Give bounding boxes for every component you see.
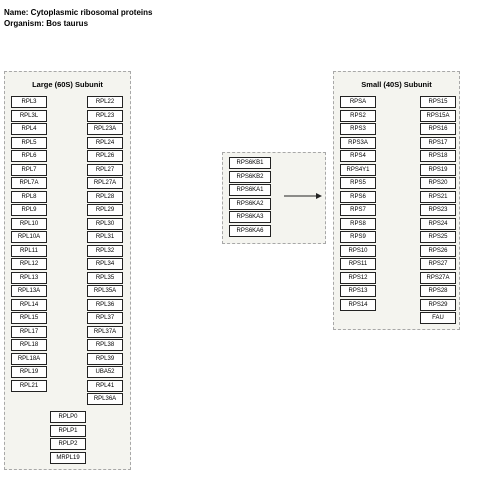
gene-box[interactable]: RPS16 xyxy=(420,123,456,135)
gene-box[interactable]: RPL8 xyxy=(11,190,47,203)
gene-box[interactable]: RPS24 xyxy=(420,217,456,230)
gene-box[interactable]: RPL26 xyxy=(87,150,123,162)
gene-box[interactable]: RPL12 xyxy=(11,258,47,270)
gene-box[interactable]: RPS6KA2 xyxy=(229,197,271,210)
gene-box[interactable]: RPS6KA3 xyxy=(229,211,271,223)
gene-box[interactable]: RPL24 xyxy=(87,136,123,149)
gene-box[interactable]: RPS20 xyxy=(420,177,456,189)
gene-box[interactable]: RPS19 xyxy=(420,163,456,176)
gene-box[interactable]: RPS4 xyxy=(340,150,376,162)
small-subunit-title: Small (40S) Subunit xyxy=(361,80,432,89)
gene-box[interactable]: RPS6KB1 xyxy=(229,157,271,169)
gene-box[interactable]: RPS4Y1 xyxy=(340,163,376,176)
gene-box[interactable]: RPS10 xyxy=(340,244,376,257)
gene-box[interactable]: RPL29 xyxy=(87,204,123,216)
gene-box[interactable]: RPS17 xyxy=(420,136,456,149)
gene-box[interactable]: RPS18 xyxy=(420,150,456,162)
gene-box[interactable]: RPL35A xyxy=(87,285,123,297)
large-subunit-title: Large (60S) Subunit xyxy=(32,80,103,89)
gene-box[interactable]: RPL10A xyxy=(11,231,47,243)
gene-box[interactable]: RPL14 xyxy=(11,298,47,311)
gene-box[interactable]: RPS21 xyxy=(420,190,456,203)
gene-box[interactable]: RPL34 xyxy=(87,258,123,270)
gene-box[interactable]: RPL22 xyxy=(87,96,123,108)
gene-box[interactable]: RPL7A xyxy=(11,177,47,189)
gene-box[interactable]: RPL28 xyxy=(87,190,123,203)
gene-box[interactable]: RPS23 xyxy=(420,204,456,216)
gene-box[interactable]: RPL13 xyxy=(11,271,47,284)
gene-box[interactable]: RPL3L xyxy=(11,109,47,122)
gene-box[interactable]: RPS3A xyxy=(340,136,376,149)
gene-box[interactable]: RPS6KB2 xyxy=(229,170,271,183)
gene-box[interactable]: RPS15A xyxy=(420,109,456,122)
gene-box[interactable]: RPL38 xyxy=(87,339,123,351)
gene-box[interactable]: RPS28 xyxy=(420,285,456,297)
gene-box[interactable]: RPL18 xyxy=(11,339,47,351)
gene-box[interactable]: RPL13A xyxy=(11,285,47,297)
gene-box[interactable]: RPS5 xyxy=(340,177,376,189)
gene-box[interactable]: RPL36A xyxy=(87,393,123,405)
gene-box[interactable]: RPL19 xyxy=(11,366,47,378)
gene-box[interactable]: RPL37 xyxy=(87,312,123,324)
gene-box[interactable]: RPL9 xyxy=(11,204,47,216)
pathway-header: Name: Cytoplasmic ribosomal proteins Org… xyxy=(4,7,152,29)
organism-label: Organism: Bos taurus xyxy=(4,19,89,28)
gene-box[interactable]: RPS6KA1 xyxy=(229,184,271,196)
gene-box[interactable]: RPL4 xyxy=(11,123,47,135)
gene-box[interactable]: RPS13 xyxy=(340,285,376,297)
arrow-icon xyxy=(284,193,322,199)
gene-box[interactable]: RPLP0 xyxy=(50,411,86,423)
gene-box[interactable]: RPS3 xyxy=(340,123,376,135)
gene-box[interactable]: RPL27A xyxy=(87,177,123,189)
gene-box[interactable]: RPL15 xyxy=(11,312,47,324)
gene-box[interactable]: RPL35 xyxy=(87,271,123,284)
gene-box[interactable]: RPL30 xyxy=(87,217,123,230)
gene-box[interactable]: RPS15 xyxy=(420,96,456,108)
gene-box[interactable]: RPL5 xyxy=(11,136,47,149)
gene-box[interactable]: RPL23A xyxy=(87,123,123,135)
gene-box[interactable]: FAU xyxy=(420,312,456,324)
gene-box[interactable]: RPL17 xyxy=(11,325,47,338)
gene-box[interactable]: RPL7 xyxy=(11,163,47,176)
gene-box[interactable]: RPLP2 xyxy=(50,438,86,450)
gene-box[interactable]: RPS14 xyxy=(340,298,376,311)
gene-box[interactable]: RPL39 xyxy=(87,352,123,365)
gene-box[interactable]: RPSA xyxy=(340,96,376,108)
gene-box[interactable]: RPS29 xyxy=(420,298,456,311)
gene-box[interactable]: RPS8 xyxy=(340,217,376,230)
gene-box[interactable]: RPL27 xyxy=(87,163,123,176)
gene-box[interactable]: RPL3 xyxy=(11,96,47,108)
gene-box[interactable]: RPL6 xyxy=(11,150,47,162)
gene-box[interactable]: RPL11 xyxy=(11,244,47,257)
gene-box[interactable]: RPS26 xyxy=(420,244,456,257)
gene-box[interactable]: RPS25 xyxy=(420,231,456,243)
gene-box[interactable]: RPL18A xyxy=(11,352,47,365)
gene-box[interactable]: RPS7 xyxy=(340,204,376,216)
gene-box[interactable]: RPL21 xyxy=(11,379,47,392)
pathway-name: Name: Cytoplasmic ribosomal proteins xyxy=(4,8,153,17)
gene-box[interactable]: RPL31 xyxy=(87,231,123,243)
gene-box[interactable]: RPS2 xyxy=(340,109,376,122)
gene-box[interactable]: RPL41 xyxy=(87,379,123,392)
gene-box[interactable]: RPS11 xyxy=(340,258,376,270)
gene-box[interactable]: RPS6 xyxy=(340,190,376,203)
gene-box[interactable]: MRPL19 xyxy=(50,451,86,464)
gene-box[interactable]: RPS9 xyxy=(340,231,376,243)
gene-box[interactable]: RPS6KA6 xyxy=(229,224,271,237)
gene-box[interactable]: RPL32 xyxy=(87,244,123,257)
gene-box[interactable]: UBA52 xyxy=(87,366,123,378)
gene-box[interactable]: RPLP1 xyxy=(50,424,86,437)
gene-box[interactable]: RPL37A xyxy=(87,325,123,338)
gene-box[interactable]: RPS27A xyxy=(420,271,456,284)
gene-box[interactable]: RPL23 xyxy=(87,109,123,122)
gene-box[interactable]: RPL36 xyxy=(87,298,123,311)
gene-box[interactable]: RPS27 xyxy=(420,258,456,270)
gene-box[interactable]: RPL10 xyxy=(11,217,47,230)
gene-box[interactable]: RPS12 xyxy=(340,271,376,284)
